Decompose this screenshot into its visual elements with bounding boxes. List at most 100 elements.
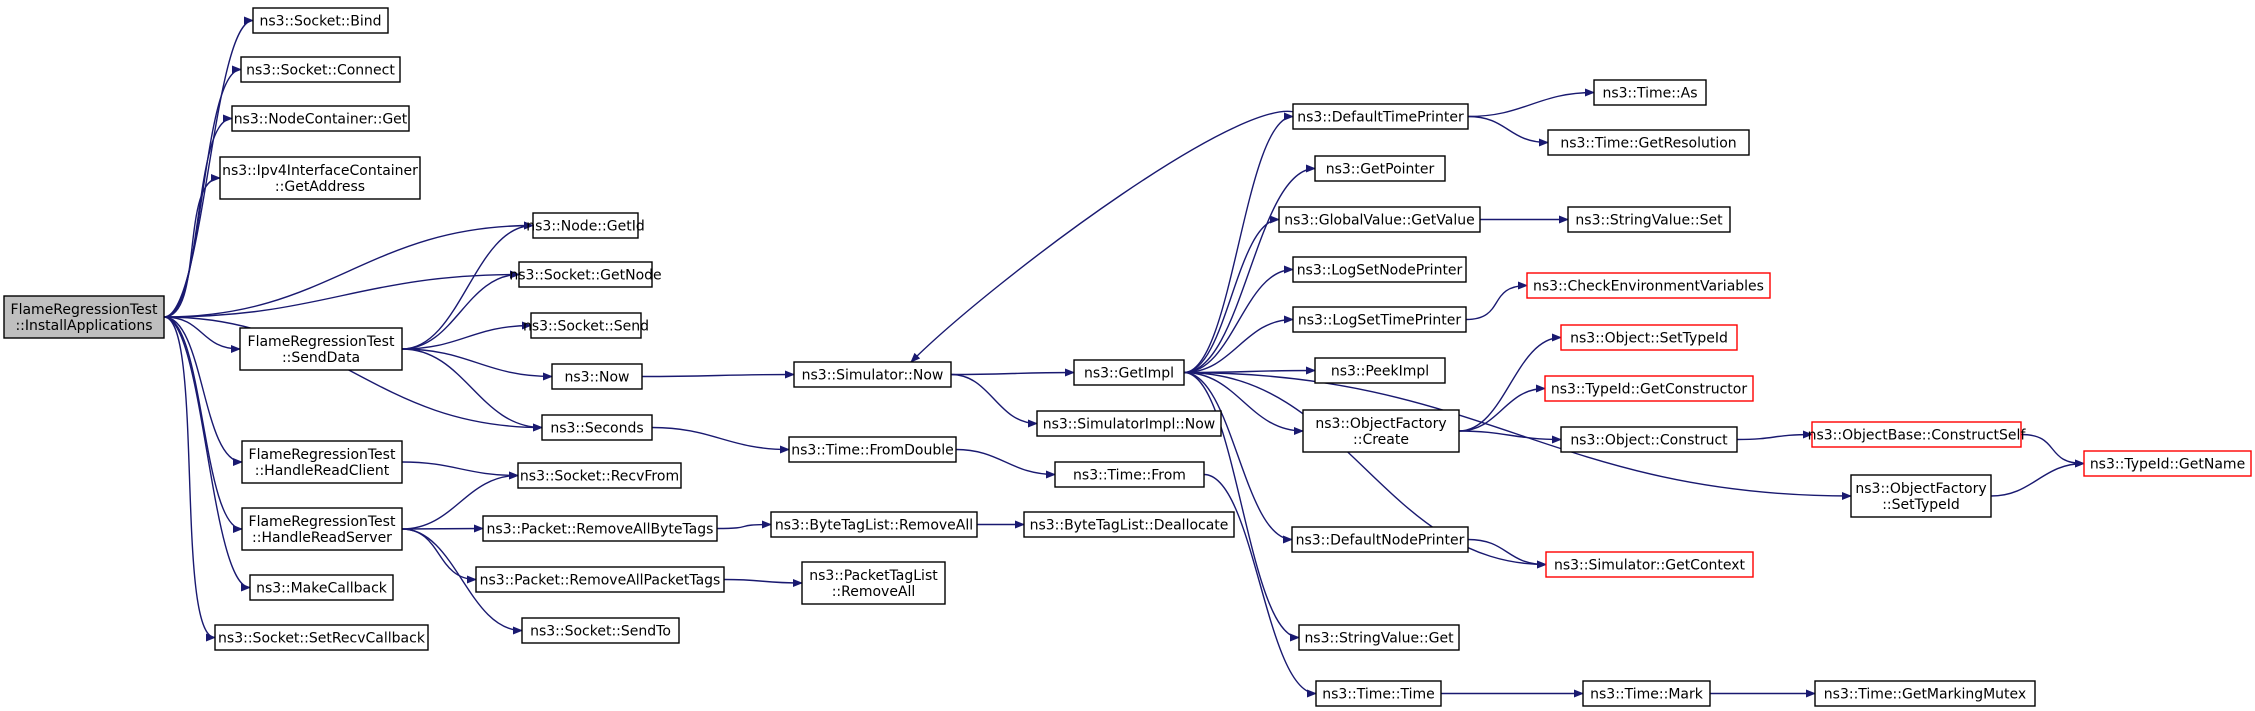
node-getimpl[interactable]: ns3::GetImpl	[1073, 359, 1185, 386]
node-now[interactable]: ns3::Now	[551, 363, 643, 390]
node-box	[532, 212, 639, 239]
node-box	[1567, 206, 1731, 233]
node-box	[1073, 359, 1185, 386]
node-setrecvcallback[interactable]: ns3::Socket::SetRecvCallback	[214, 624, 429, 651]
edge-getimpl-to-logsetnodeprinter	[1183, 265, 1294, 374]
node-getpointer[interactable]: ns3::GetPointer	[1314, 155, 1446, 182]
node-seconds[interactable]: ns3::Seconds	[541, 414, 653, 441]
node-connect[interactable]: ns3::Socket::Connect	[240, 56, 401, 83]
node-objbase-constructself[interactable]: ns3::ObjectBase::ConstructSelf	[1808, 421, 2027, 448]
node-recvfrom[interactable]: ns3::Socket::RecvFrom	[517, 462, 682, 489]
node-label: ns3::Socket::Bind	[259, 14, 381, 30]
node-label: ns3::TypeId::GetName	[2090, 457, 2245, 473]
node-box	[1278, 206, 1481, 233]
node-box	[482, 515, 718, 542]
node-simimpl-now[interactable]: ns3::SimulatorImpl::Now	[1036, 410, 1222, 437]
node-typeid-getctor[interactable]: ns3::TypeId::GetConstructor	[1544, 375, 1754, 402]
node-label: FlameRegressionTest	[249, 514, 396, 530]
node-box	[801, 561, 946, 605]
node-nc-get[interactable]: ns3::NodeContainer::Get	[231, 105, 410, 132]
node-makecallback[interactable]: ns3::MakeCallback	[249, 574, 394, 601]
node-typeid-getname[interactable]: ns3::TypeId::GetName	[2083, 450, 2252, 477]
node-peekimpl[interactable]: ns3::PeekImpl	[1314, 357, 1446, 384]
node-label: ns3::NodeContainer::Get	[234, 112, 408, 128]
edge-of-create-to-typeid-getctor	[1458, 384, 1546, 432]
node-label: ns3::PacketTagList	[809, 568, 938, 584]
node-sv-set[interactable]: ns3::StringValue::Set	[1567, 206, 1731, 233]
node-box	[517, 462, 682, 489]
node-time-getres[interactable]: ns3::Time::GetResolution	[1547, 129, 1750, 156]
node-obj-settypeid[interactable]: ns3::Object::SetTypeId	[1560, 324, 1738, 351]
node-time-as[interactable]: ns3::Time::As	[1593, 79, 1707, 106]
node-box	[1560, 324, 1738, 351]
node-box	[1545, 551, 1754, 578]
node-removeallpackettags[interactable]: ns3::Packet::RemoveAllPacketTags	[475, 566, 725, 593]
node-of-create[interactable]: ns3::ObjectFactory::Create	[1302, 409, 1460, 453]
node-ptl-removeall[interactable]: ns3::PacketTagList::RemoveAll	[801, 561, 946, 605]
edge-logsettimeprinter-to-checkenv	[1465, 281, 1528, 321]
node-label: ns3::LogSetTimePrinter	[1298, 313, 1462, 329]
node-btl-dealloc[interactable]: ns3::ByteTagList::Deallocate	[1023, 511, 1235, 538]
node-of-settypeid[interactable]: ns3::ObjectFactory::SetTypeId	[1850, 474, 1992, 518]
node-box	[3, 295, 165, 339]
edge-of-settypeid-to-typeid-getname	[1990, 459, 2085, 497]
node-label: ns3::PeekImpl	[1331, 364, 1429, 380]
edges-layer	[163, 16, 2085, 698]
node-label: FlameRegressionTest	[11, 302, 158, 318]
node-sim-getcontext[interactable]: ns3::Simulator::GetContext	[1545, 551, 1754, 578]
node-socket-getnode[interactable]: ns3::Socket::GetNode	[509, 261, 662, 288]
node-defaulttimeprinter[interactable]: ns3::DefaultTimePrinter	[1292, 103, 1469, 130]
edge-obj-construct-to-objbase-constructself	[1736, 430, 1813, 441]
node-senddata[interactable]: FlameRegressionTest::SendData	[239, 327, 403, 371]
node-time-mark[interactable]: ns3::Time::Mark	[1582, 680, 1711, 707]
node-socket-send[interactable]: ns3::Socket::Send	[523, 312, 649, 339]
node-logsetnodeprinter[interactable]: ns3::LogSetNodePrinter	[1292, 256, 1467, 283]
node-removeallbytetags[interactable]: ns3::Packet::RemoveAllByteTags	[482, 515, 718, 542]
node-box	[252, 7, 389, 34]
edge-senddata-to-node-getid	[401, 221, 534, 350]
node-ipv4-getaddr[interactable]: ns3::Ipv4InterfaceContainer::GetAddress	[219, 156, 421, 200]
node-defaultnodeprinter[interactable]: ns3::DefaultNodePrinter	[1291, 526, 1469, 553]
node-box	[1292, 306, 1467, 333]
edge-getimpl-to-defaultnodeprinter	[1183, 371, 1293, 544]
node-box	[1314, 357, 1446, 384]
node-sim-now[interactable]: ns3::Simulator::Now	[793, 361, 952, 388]
node-label: ns3::Time::GetMarkingMutex	[1824, 687, 2026, 703]
node-label: ns3::ObjectBase::ConstructSelf	[1808, 428, 2027, 444]
node-sendto[interactable]: ns3::Socket::SendTo	[521, 617, 680, 644]
node-time-from[interactable]: ns3::Time::From	[1054, 461, 1205, 488]
node-box	[1526, 272, 1771, 299]
node-label: ns3::Socket::SendTo	[530, 624, 671, 640]
node-checkenv[interactable]: ns3::CheckEnvironmentVariables	[1526, 272, 1771, 299]
edge-root-to-seconds	[163, 316, 543, 432]
node-btl-removeall[interactable]: ns3::ByteTagList::RemoveAll	[770, 511, 978, 538]
node-label: ns3::Ipv4InterfaceContainer	[222, 163, 418, 179]
node-root[interactable]: FlameRegressionTest::InstallApplications	[3, 295, 165, 339]
node-box	[239, 327, 403, 371]
node-label: ns3::DefaultNodePrinter	[1296, 533, 1465, 549]
node-bind[interactable]: ns3::Socket::Bind	[252, 7, 389, 34]
node-sv-get[interactable]: ns3::StringValue::Get	[1298, 624, 1460, 651]
node-time-getmarkingmutex[interactable]: ns3::Time::GetMarkingMutex	[1814, 680, 2036, 707]
node-label: ::InstallApplications	[15, 318, 152, 334]
node-obj-construct[interactable]: ns3::Object::Construct	[1560, 426, 1738, 453]
node-fromdouble[interactable]: ns3::Time::FromDouble	[788, 436, 957, 463]
node-box	[1054, 461, 1205, 488]
edge-root-to-senddata	[163, 316, 241, 353]
node-logsettimeprinter[interactable]: ns3::LogSetTimePrinter	[1292, 306, 1467, 333]
edge-senddata-to-socket-send	[401, 321, 532, 350]
node-time-time[interactable]: ns3::Time::Time	[1315, 680, 1442, 707]
node-box	[770, 511, 978, 538]
edge-of-create-to-obj-settypeid	[1458, 333, 1562, 432]
node-handlereadserver[interactable]: FlameRegressionTest::HandleReadServer	[241, 507, 403, 551]
node-box	[1298, 624, 1460, 651]
node-handlereadclient[interactable]: FlameRegressionTest::HandleReadClient	[241, 440, 403, 484]
node-label: ns3::Socket::Send	[523, 319, 649, 335]
node-box	[1291, 526, 1469, 553]
node-gv-getvalue[interactable]: ns3::GlobalValue::GetValue	[1278, 206, 1481, 233]
edge-removeallpackettags-to-ptl-removeall	[723, 578, 803, 587]
edge-defaulttimeprinter-to-time-getres	[1467, 115, 1549, 147]
node-box	[231, 105, 410, 132]
edge-getimpl-to-defaulttimeprinter	[1183, 112, 1294, 374]
node-node-getid[interactable]: ns3::Node::GetId	[526, 212, 645, 239]
